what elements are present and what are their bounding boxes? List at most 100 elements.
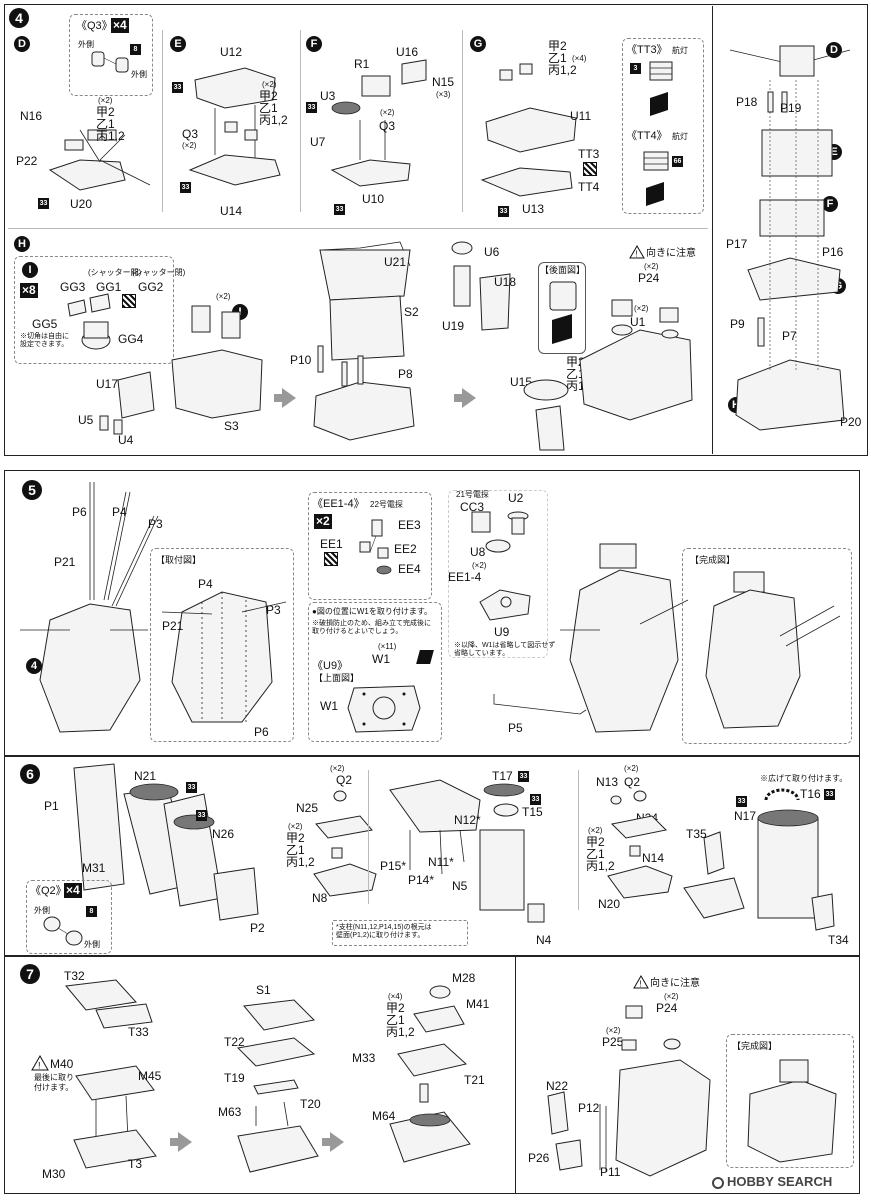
step-7-badge: 7: [20, 964, 40, 984]
step-4-badge: 4: [9, 8, 29, 28]
t16-ring-art: [764, 788, 800, 801]
s7d-caution: 向きに注意: [650, 978, 700, 989]
ee-ee4: EE4: [398, 562, 421, 576]
h-shutter1: (シャッター開): [88, 268, 142, 277]
d-k2: 乙1: [96, 117, 115, 131]
mid-radar: 21号電探: [456, 490, 489, 499]
h2-u21: U21: [384, 255, 407, 269]
s7c-k3: 丙1,2: [386, 1025, 415, 1039]
s6r-kmult: (×2): [588, 826, 603, 835]
right-p17: P17: [726, 237, 748, 251]
h-mult: (×2): [216, 292, 231, 301]
s6r-k1: 甲2: [586, 835, 605, 849]
divider: [300, 30, 301, 212]
h-gg4: GG4: [118, 332, 144, 346]
ee-ee2: EE2: [394, 542, 417, 556]
s7a-t33: T33: [128, 1025, 149, 1039]
mid-art: [471, 511, 531, 621]
s6m-n25: N25: [296, 801, 319, 815]
sub-h-badge: H: [14, 236, 30, 252]
h-gg5: GG5: [32, 317, 58, 331]
s6t-paint-b: 33: [530, 794, 541, 805]
s6t-t15: T15: [522, 805, 543, 819]
sub-i-badge: I: [22, 262, 38, 278]
g-assembly-art: [480, 63, 577, 197]
q2-outer: 外側: [34, 906, 50, 915]
g-u13: U13: [522, 202, 545, 216]
sub-e-badge: E: [170, 36, 186, 52]
step-5-badge: 5: [22, 480, 42, 500]
divider-h: [8, 228, 708, 229]
brand-watermark: HOBBY SEARCH: [712, 1174, 832, 1189]
divider: [462, 30, 463, 212]
mid-note: ※以降、W1は省略して図示せず 省略しています。: [454, 642, 556, 657]
ee-box: [308, 492, 432, 600]
s6r-k2: 乙1: [586, 847, 605, 861]
q3-title: 《Q3》: [76, 20, 113, 32]
w1-note2: ※破損防止のため、組み立て完成後に 取り付けるとよいでしょう。: [312, 620, 431, 635]
rear-view-art: [549, 281, 577, 344]
f-assembly-art: [330, 59, 427, 187]
w1-label: W1: [372, 652, 390, 666]
d-paint: 33: [38, 198, 49, 209]
right-p16: P16: [822, 245, 844, 259]
s6-note-box: [332, 920, 468, 946]
s6-m31: M31: [82, 861, 106, 875]
f-u16: U16: [396, 45, 419, 59]
q2-inner: 外側: [84, 940, 100, 949]
s7d-n22: N22: [546, 1079, 569, 1093]
g-k1: 甲2: [548, 39, 567, 53]
done-title-7: 【完成図】: [732, 1041, 778, 1051]
w1-mult: (×11): [378, 642, 397, 651]
s6r-n13: N13: [596, 775, 619, 789]
attach-p6: P6: [254, 725, 269, 739]
s7d-art: [547, 1005, 711, 1177]
ee-note: 22号電探: [370, 500, 403, 509]
s6m-art: [313, 790, 377, 897]
s6-n21: N21: [134, 769, 157, 783]
s7c-art: [389, 985, 471, 1163]
ee-title: 《EE1-4》: [312, 498, 365, 510]
w1-box: [308, 602, 442, 742]
brand-logo-icon: [712, 1176, 724, 1189]
s6t-t17: T17: [492, 769, 513, 783]
h-gg-art: [67, 293, 111, 350]
s6r-k3: 丙1,2: [586, 859, 615, 873]
s5-p4: P4: [112, 505, 127, 519]
h-x8: ×8: [20, 283, 38, 298]
d-k3: 丙1,2: [96, 129, 125, 143]
mid-u2: U2: [508, 491, 524, 505]
e-paint-top: 33: [172, 82, 183, 93]
sub-f-badge: F: [306, 36, 322, 52]
s7b-m63: M63: [218, 1105, 242, 1119]
s6f-paint-b: 33: [736, 796, 747, 807]
h-gg1: GG1: [96, 280, 122, 294]
q2-art: [43, 916, 83, 946]
h3-u6: U6: [484, 245, 500, 259]
sub-d-badge: D: [14, 36, 30, 52]
g-tt4: TT4: [578, 180, 600, 194]
s6m-k1: 甲2: [286, 831, 305, 845]
s6f-note: ※広げて取り付けます。: [760, 774, 848, 783]
s5-p6: P6: [72, 505, 87, 519]
p5-art: [493, 694, 587, 715]
mid-u9: U9: [494, 625, 510, 639]
done-art-5: [705, 571, 841, 729]
tt4-title: 《TT4》: [626, 130, 668, 142]
f-q3: Q3: [379, 119, 396, 133]
mid-box: [448, 490, 548, 658]
s7c-k1: 甲2: [386, 1001, 405, 1015]
f-paint-top: 33: [306, 102, 317, 113]
h-gg-decal: [122, 294, 136, 308]
d-assembly-art: [48, 129, 151, 191]
q2-box: [26, 880, 112, 954]
s7a-m40: M40: [50, 1057, 74, 1071]
rear-view-box: [538, 262, 586, 354]
s6-paint-b: 33: [196, 810, 207, 821]
g-tt3-decal: [583, 162, 597, 176]
d-k1: 甲2: [96, 105, 115, 119]
f-paint-bottom: 33: [334, 204, 345, 215]
attach-title: 【取付図】: [156, 555, 202, 565]
s7d-p11: P11: [600, 1165, 621, 1179]
s7c-k2: 乙1: [386, 1013, 405, 1027]
